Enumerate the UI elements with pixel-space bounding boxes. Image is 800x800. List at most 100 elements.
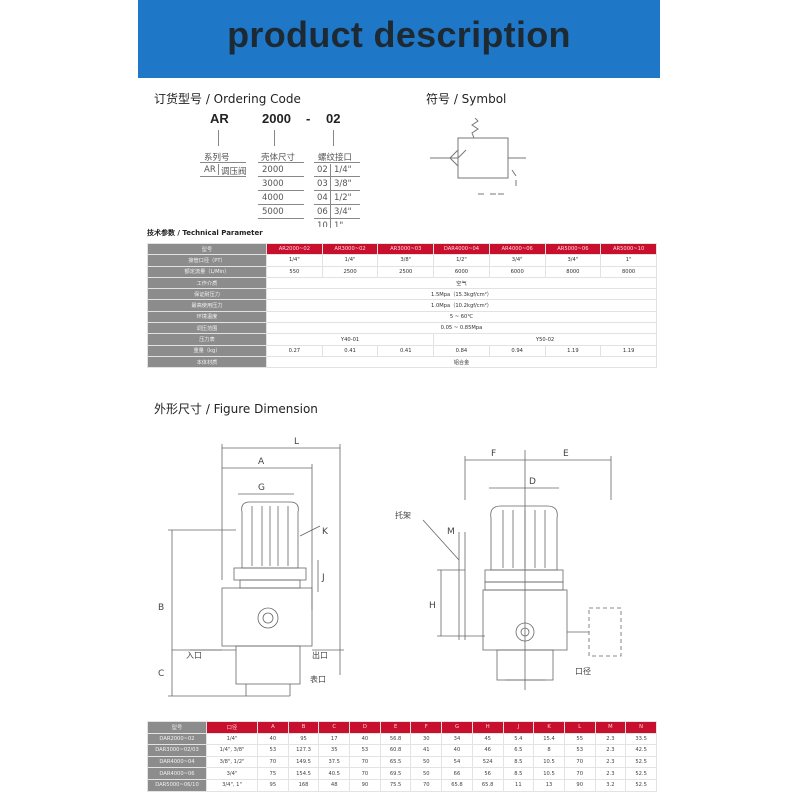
dim-label-E: E (563, 449, 569, 459)
table-row: 接管口径（PT） 1/4" 1/4" 3/8" 1/2" 3/4" 3/4" 1… (147, 254, 657, 267)
size-row-rule (258, 190, 304, 191)
table-cell: 铝合金 (266, 355, 657, 369)
size-col-header: 壳体尺寸 (261, 153, 296, 163)
page-title: product description (227, 14, 571, 55)
table-cell: 50 (410, 767, 443, 780)
thread-code: 03 (317, 179, 328, 189)
table-header-cell: 型号 (147, 242, 267, 256)
size-row-rule (258, 176, 304, 177)
table-header-cell: C (318, 721, 351, 734)
table-cell: 95 (257, 778, 289, 792)
row-label: 压力表 (147, 333, 267, 346)
table-cell: 空气 (266, 276, 657, 290)
thread-code: 04 (317, 193, 328, 203)
table-row: 压力表 Y40-01 Y50-02 (147, 333, 657, 346)
dim-label-G: G (258, 483, 265, 493)
outlet-label: 出口 (312, 650, 328, 660)
model-header-cell: AR3000~02 (321, 242, 379, 256)
table-cell: 3/4" (206, 767, 258, 780)
table-cell: 42.5 (625, 744, 657, 757)
thread-size: 3/4" (334, 207, 352, 217)
code-thread: 02 (326, 111, 341, 126)
side-view-drawing: F E D 托架 M H 口径 (395, 449, 622, 690)
table-cell: 168 (287, 778, 320, 792)
table-cell: 5.4 (502, 732, 535, 746)
table-cell: 65.8 (441, 778, 473, 792)
dim-label-M: M (447, 527, 455, 537)
table-cell: 70 (257, 755, 289, 769)
table-cell: 3/4" (544, 254, 602, 267)
table-cell: 40.5 (318, 767, 351, 780)
table-cell: 90 (349, 778, 381, 792)
table-cell: 11 (502, 778, 535, 792)
table-cell: 8000 (544, 265, 602, 278)
thread-row-rule (314, 204, 360, 205)
table-row: 最高使用压力 1.0Mpa（10.2kgf/cm²） (147, 299, 657, 312)
dim-label-F: F (491, 449, 496, 459)
table-row: DAR2000~02 1/4" 40 95 17 40 56.8 30 34 4… (147, 732, 657, 746)
table-cell: 1" (600, 254, 657, 267)
table-cell: 1.5Mpa（15.3kgf/cm²） (266, 288, 657, 301)
table-cell: 52.5 (625, 778, 657, 792)
thread-col-header: 螺纹接口 (318, 153, 353, 163)
table-cell: 8000 (600, 265, 657, 278)
table-cell: 65.8 (471, 778, 504, 792)
row-label: 保证耐压力 (147, 288, 267, 301)
thread-code: 06 (317, 207, 328, 217)
code-leader-line (274, 130, 275, 146)
table-cell: 70 (563, 755, 596, 769)
table-row: 重量（kg） 0.27 0.41 0.41 0.84 0.94 1.19 1.1… (147, 344, 657, 357)
table-cell: 75.5 (379, 778, 412, 792)
table-cell: 52.5 (625, 755, 657, 769)
table-cell: 40 (257, 732, 289, 746)
thread-row-rule (314, 176, 360, 177)
table-cell: 56.8 (379, 732, 412, 746)
front-view-drawing: L A G K J B C 入口 出口 表口 (158, 437, 344, 697)
table-header-cell: B (287, 721, 320, 734)
table-header-cell: A (257, 721, 289, 734)
symbol-heading: 符号 / Symbol (426, 92, 507, 106)
table-cell: 53 (349, 744, 381, 757)
code-dash: - (306, 111, 311, 126)
table-cell: 0.05 ~ 0.85Mpa (266, 322, 657, 335)
table-cell: 2500 (321, 265, 379, 278)
thread-size: 3/8" (334, 179, 352, 189)
dim-label-B: B (158, 603, 164, 613)
table-cell: 56 (471, 767, 504, 780)
table-cell: 40 (441, 744, 473, 757)
table-cell: 45 (471, 732, 504, 746)
table-cell: 2500 (377, 265, 435, 278)
size-value: 4000 (262, 193, 284, 203)
code-size: 2000 (262, 111, 291, 126)
table-header-cell: 口径 (206, 721, 258, 734)
table-cell: 30 (410, 732, 443, 746)
table-header-cell: G (441, 721, 473, 734)
table-cell: 8.5 (502, 767, 535, 780)
table-cell: 1.19 (600, 344, 657, 357)
row-label: 工作介质 (147, 276, 267, 290)
table-row: 保证耐压力 1.5Mpa（15.3kgf/cm²） (147, 288, 657, 301)
table-cell: 3/8", 1/2" (206, 755, 258, 769)
series-col-header: 系列号 (204, 153, 230, 163)
tech-heading: 技术参数 / Technical Parameter (147, 229, 263, 237)
table-cell: 550 (266, 265, 323, 278)
table-cell: 15.4 (533, 732, 565, 746)
table-cell: 2.3 (594, 767, 627, 780)
table-cell: 0.94 (488, 344, 546, 357)
port-label: 口径 (575, 666, 591, 676)
table-row: 本体材质 铝合金 (147, 355, 657, 369)
bracket-label: 托架 (395, 510, 411, 520)
row-label: DAR4000~06 (147, 767, 207, 780)
table-cell: 65.5 (379, 755, 412, 769)
size-col-rule (258, 162, 304, 163)
row-label: DAR4000~04 (147, 755, 207, 769)
table-cell: 524 (471, 755, 504, 769)
table-cell: 54 (441, 755, 473, 769)
table-cell: 35 (318, 744, 351, 757)
table-cell: 70 (563, 767, 596, 780)
table-row: DAR3000~02/03 1/4", 3/8" 53 127.3 35 53 … (147, 744, 657, 757)
table-cell: 40 (349, 732, 381, 746)
table-cell: 34 (441, 732, 473, 746)
table-cell: 17 (318, 732, 351, 746)
model-header-cell: AR5000~10 (600, 242, 657, 256)
